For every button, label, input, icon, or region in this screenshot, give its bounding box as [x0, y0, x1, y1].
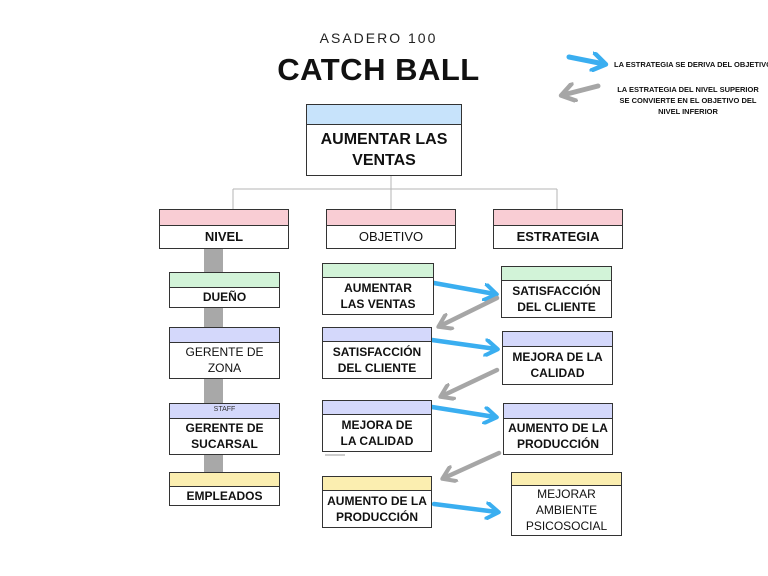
level-box-gerente-sucarsal: STAFF GERENTE DE SUCARSAL: [169, 403, 280, 455]
legend-blue-text: LA ESTRATEGIA SE DERIVA DEL OBJETIVO: [614, 60, 768, 69]
objective-label: SATISFACCIÓN DEL CLIENTE: [332, 344, 422, 375]
strategy-bar: [504, 404, 612, 419]
level-bar: [170, 404, 279, 419]
strategy-box-2: MEJORA DE LA CALIDAD: [502, 331, 613, 385]
objective-bar: [323, 328, 431, 342]
strategy-label: SATISFACCIÓN DEL CLIENTE: [512, 283, 601, 314]
objective-label: AUMENTO DE LA PRODUCCIÓN: [327, 493, 427, 524]
objective-bar: [323, 477, 431, 491]
strategy-label: MEJORA DE LA CALIDAD: [512, 350, 603, 380]
objective-box-2: SATISFACCIÓN DEL CLIENTE: [322, 327, 432, 379]
level-staff-tag: STAFF: [213, 406, 236, 413]
subtitle: ASADERO 100: [319, 30, 438, 46]
top-goal-box: AUMENTAR LAS VENTAS: [306, 104, 462, 176]
gray-arrow-3: [444, 450, 502, 478]
column-header-objetivo-bar: [327, 210, 455, 226]
objective-label: MEJORA DE LA CALIDAD: [340, 417, 414, 448]
gray-arrow-1: [440, 295, 500, 326]
column-header-estrategia: ESTRATEGIA: [493, 209, 623, 249]
strategy-label: AUMENTO DE LA PRODUCCIÓN: [508, 421, 608, 451]
strategy-bar: [502, 267, 611, 281]
column-header-estrategia-bar: [494, 210, 622, 226]
legend-gray-arrow: [563, 86, 601, 95]
column-header-nivel: NIVEL: [159, 209, 289, 249]
blue-arrow-2: [429, 337, 496, 349]
column-header-objetivo-label: OBJETIVO: [358, 228, 424, 244]
strategy-label: MEJORAR AMBIENTE PSICOSOCIAL: [525, 487, 608, 533]
level-box-gerente-zona: GERENTE DE ZONA: [169, 327, 280, 379]
tree-connectors: [232, 176, 558, 209]
objective-bar: [323, 264, 433, 278]
level-bar: [170, 273, 279, 288]
strategy-box-1: SATISFACCIÓN DEL CLIENTE: [501, 266, 612, 318]
blue-arrow-4: [431, 504, 497, 512]
blue-arrow-3: [429, 404, 495, 417]
objective-box-1: AUMENTAR LAS VENTAS: [322, 263, 434, 315]
top-goal-color-bar: [307, 105, 461, 125]
level-label: EMPLEADOS: [186, 488, 263, 503]
column-header-nivel-bar: [160, 210, 288, 226]
objective-box-4: AUMENTO DE LA PRODUCCIÓN: [322, 476, 432, 528]
page-title: CATCH BALL: [277, 52, 480, 87]
column-header-objetivo: OBJETIVO: [326, 209, 456, 249]
level-label: GERENTE DE SUCARSAL: [185, 421, 264, 451]
level-box-dueno: DUEÑO: [169, 272, 280, 308]
objective-bar: [323, 401, 431, 415]
legend-blue-arrow: [566, 57, 604, 64]
strategy-bar: [512, 473, 621, 486]
level-label: DUEÑO: [202, 290, 247, 304]
column-header-nivel-label: NIVEL: [204, 228, 244, 244]
level-bar: [170, 328, 279, 343]
column-header-estrategia-label: ESTRATEGIA: [516, 228, 600, 244]
objective-label: AUMENTAR LAS VENTAS: [340, 280, 416, 311]
legend-gray-text: LA ESTRATEGIA DEL NIVEL SUPERIOR SE CONV…: [617, 85, 759, 116]
strategy-box-4: MEJORAR AMBIENTE PSICOSOCIAL: [511, 472, 622, 536]
level-label: GERENTE DE ZONA: [185, 345, 264, 375]
gray-arrow-2: [442, 367, 500, 396]
level-bar: [170, 473, 279, 487]
level-box-empleados: EMPLEADOS: [169, 472, 280, 506]
objective-box-3: MEJORA DE LA CALIDAD: [322, 400, 432, 452]
strategy-bar: [503, 332, 612, 347]
blue-arrow-1: [431, 280, 495, 294]
top-goal-label: AUMENTAR LAS VENTAS: [320, 130, 448, 169]
strategy-box-3: AUMENTO DE LA PRODUCCIÓN: [503, 403, 613, 455]
